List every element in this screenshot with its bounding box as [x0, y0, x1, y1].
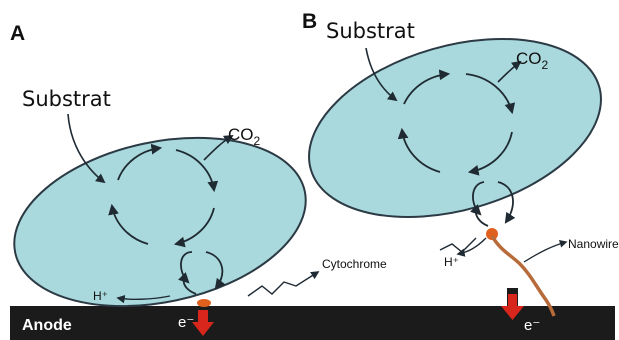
- co2-arrow-a: [203, 135, 234, 161]
- substrate-arrow-b: [365, 47, 398, 102]
- panel-b-letter: B: [302, 10, 317, 33]
- electron-label-a: e⁻: [178, 314, 194, 331]
- contact-dot-a: [197, 299, 211, 307]
- cytochrome-label: Cytochrome: [322, 257, 387, 271]
- panel-a-letter: A: [10, 22, 25, 45]
- lower-cycle-b: [470, 181, 516, 227]
- electron-arrow-shaft-a: [198, 310, 208, 324]
- co2-label-a: CO2: [228, 125, 261, 148]
- electron-arrow-head-a: [192, 322, 214, 336]
- proton-label-a: H⁺: [93, 289, 108, 303]
- co2-arrow-b: [497, 60, 522, 83]
- bacterial-cell-a: [13, 136, 307, 308]
- substrate-arrow-a: [67, 113, 106, 184]
- metabolic-cycle-b: [397, 69, 516, 176]
- nanowire: [490, 235, 556, 317]
- bacterial-cell-b: [308, 37, 602, 219]
- nanowire-label: Nanowire: [568, 237, 619, 251]
- anode-label: Anode: [22, 317, 72, 334]
- electron-label-b: e⁻: [524, 317, 540, 334]
- proton-label-b: H⁺: [444, 255, 459, 269]
- contact-dot-b: [486, 228, 498, 240]
- panel-b: B Substrat CO2 H⁺ Nanowire: [302, 10, 619, 334]
- proton-arrow-b: [456, 237, 487, 257]
- co2-label-b: CO2: [516, 49, 549, 72]
- proton-arrow-a: [116, 294, 171, 304]
- nanowire-label-arrow: [523, 239, 568, 263]
- substrate-label-a: Substrat: [22, 87, 111, 111]
- lower-cycle-a: [178, 251, 226, 295]
- electron-arrow-shaft-b: [508, 294, 517, 308]
- electron-arrow-head-b: [501, 306, 524, 320]
- cytochrome-arrow: [247, 271, 320, 297]
- metabolic-cycle-a: [108, 143, 219, 248]
- panel-a: A Substrat CO2 H⁺ e⁻ Cy: [10, 22, 387, 336]
- cytochrome-link-b: [439, 237, 477, 253]
- substrate-label-b: Substrat: [326, 19, 415, 43]
